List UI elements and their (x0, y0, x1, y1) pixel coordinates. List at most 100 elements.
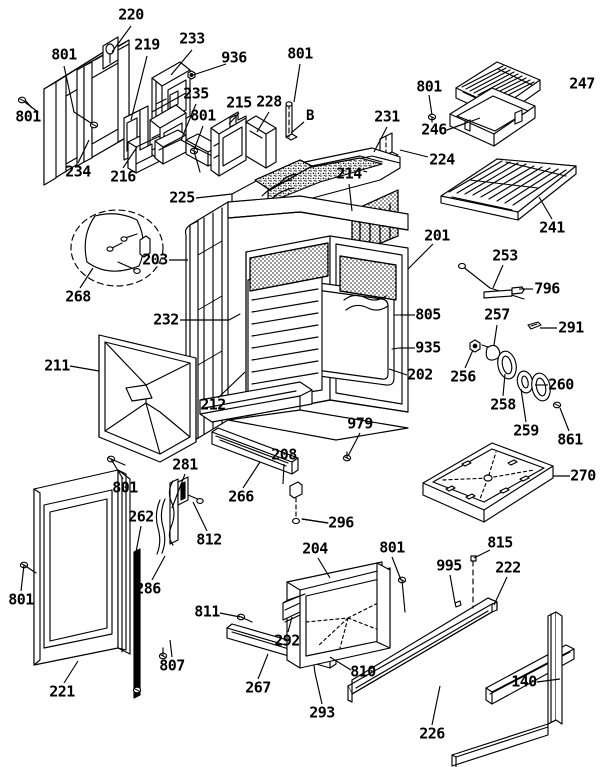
callout-number-c801e: 801 (190, 106, 216, 125)
callout-number-c215: 215 (226, 93, 252, 112)
callout-number-c256: 256 (450, 367, 476, 386)
callout-number-c292: 292 (274, 631, 300, 650)
part-241-oven-rack (440, 158, 577, 221)
callout-number-c286: 286 (135, 579, 161, 598)
callout-number-c267: 267 (245, 678, 271, 697)
part-801-screw-door (19, 561, 37, 574)
part-801-pin-top-right (427, 113, 437, 123)
part-801-screw-mid (189, 147, 201, 173)
part-222-drawer-front (347, 597, 498, 703)
callout-number-c266: 266 (228, 487, 254, 506)
part-B-bracket (285, 101, 298, 141)
callout-number-c262: 262 (128, 507, 154, 526)
part-228-cover (245, 115, 277, 169)
part-268-detail-bubble (70, 209, 164, 287)
part-256-nut (469, 339, 481, 353)
part-807-screw (132, 647, 168, 694)
part-796-clip (511, 286, 525, 295)
callout-number-c995: 995 (436, 556, 462, 575)
callout-number-c212: 212 (200, 395, 226, 414)
callout-number-c807: 807 (159, 656, 185, 675)
callout-number-c233: 233 (179, 29, 205, 48)
part-801-screw-liner (106, 455, 126, 466)
callout-number-c246: 246 (421, 120, 447, 139)
callout-number-c815: 815 (487, 533, 513, 552)
part-262-strip (133, 548, 141, 699)
callout-number-c247: 247 (569, 74, 595, 93)
callout-number-c232: 232 (153, 310, 179, 329)
callout-number-c801d: 801 (15, 107, 41, 126)
part-234-control-panel (43, 36, 130, 186)
callout-number-c296: 296 (328, 513, 354, 532)
part-936-nut (187, 70, 196, 80)
callout-number-c259: 259 (513, 421, 539, 440)
part-253-rod (458, 262, 525, 300)
callout-number-c253: 253 (492, 246, 518, 265)
callout-number-c801a: 801 (51, 45, 77, 64)
callout-number-c202: 202 (407, 365, 433, 384)
part-995-pin (454, 600, 462, 608)
callout-number-c228: 228 (256, 92, 282, 111)
callout-number-c241: 241 (539, 218, 565, 237)
callout-number-c216: 216 (110, 167, 136, 186)
callout-number-c270: 270 (570, 466, 596, 485)
callout-number-c258: 258 (490, 395, 516, 414)
callout-number-c211: 211 (44, 356, 70, 375)
callout-number-c203: 203 (142, 250, 168, 269)
callout-number-c796: 796 (534, 279, 560, 298)
callout-number-c221: 221 (49, 682, 75, 701)
callout-number-cB: B (306, 108, 314, 124)
part-861-screw (552, 401, 562, 409)
callout-number-c219: 219 (134, 35, 160, 54)
part-812-spring (187, 494, 204, 504)
part-286-hinge-lower (155, 498, 166, 555)
part-204-storage-drawer (282, 561, 391, 669)
callout-number-c801c: 801 (416, 77, 442, 96)
callout-number-c204: 204 (302, 539, 328, 558)
part-291-clip (527, 321, 542, 330)
callout-number-c220: 220 (118, 5, 144, 24)
callout-number-c812: 812 (196, 530, 222, 549)
callout-number-c801b: 801 (287, 44, 313, 63)
callout-number-c935: 935 (415, 338, 441, 357)
callout-number-c861: 861 (557, 430, 583, 449)
part-215-block (210, 111, 247, 177)
callout-number-c257: 257 (484, 305, 510, 324)
part-257-knob (481, 344, 501, 361)
callout-number-c805: 805 (415, 305, 441, 324)
part-270-burner-pan (422, 442, 554, 523)
part-266-trim-bar (211, 427, 299, 475)
callout-number-c811: 811 (194, 602, 220, 621)
part-211-door-liner (98, 334, 197, 463)
callout-number-c801f: 801 (112, 478, 138, 497)
callout-number-c281: 281 (172, 455, 198, 474)
part-801-screw-drawer (397, 576, 407, 613)
part-208-clip (289, 481, 303, 525)
part-811-screw (236, 613, 253, 623)
callout-number-c201: 201 (424, 226, 450, 245)
callout-number-c231: 231 (374, 107, 400, 126)
callout-number-c235: 235 (183, 84, 209, 103)
callout-number-c226: 226 (419, 724, 445, 743)
callout-number-c214: 214 (336, 164, 362, 183)
callout-number-c979: 979 (347, 414, 373, 433)
callout-number-c222: 222 (495, 558, 521, 577)
part-815-pin (470, 555, 477, 609)
callout-number-c140: 140 (511, 672, 537, 691)
callout-number-c291: 291 (558, 318, 584, 337)
callout-number-c293: 293 (309, 703, 335, 722)
callout-number-c208: 208 (271, 445, 297, 464)
part-979-screw (342, 451, 352, 462)
part-281-hinge (168, 476, 189, 546)
callout-number-c268: 268 (65, 287, 91, 306)
part-140-side-panel (451, 611, 563, 767)
callout-number-c801h: 801 (8, 590, 34, 609)
callout-number-c234: 234 (65, 162, 91, 181)
callout-number-c810: 810 (350, 662, 376, 681)
part-258-washer (497, 350, 517, 380)
callout-number-c801g: 801 (379, 538, 405, 557)
callout-number-c936: 936 (221, 48, 247, 67)
part-247-broiler-pan (449, 61, 541, 147)
